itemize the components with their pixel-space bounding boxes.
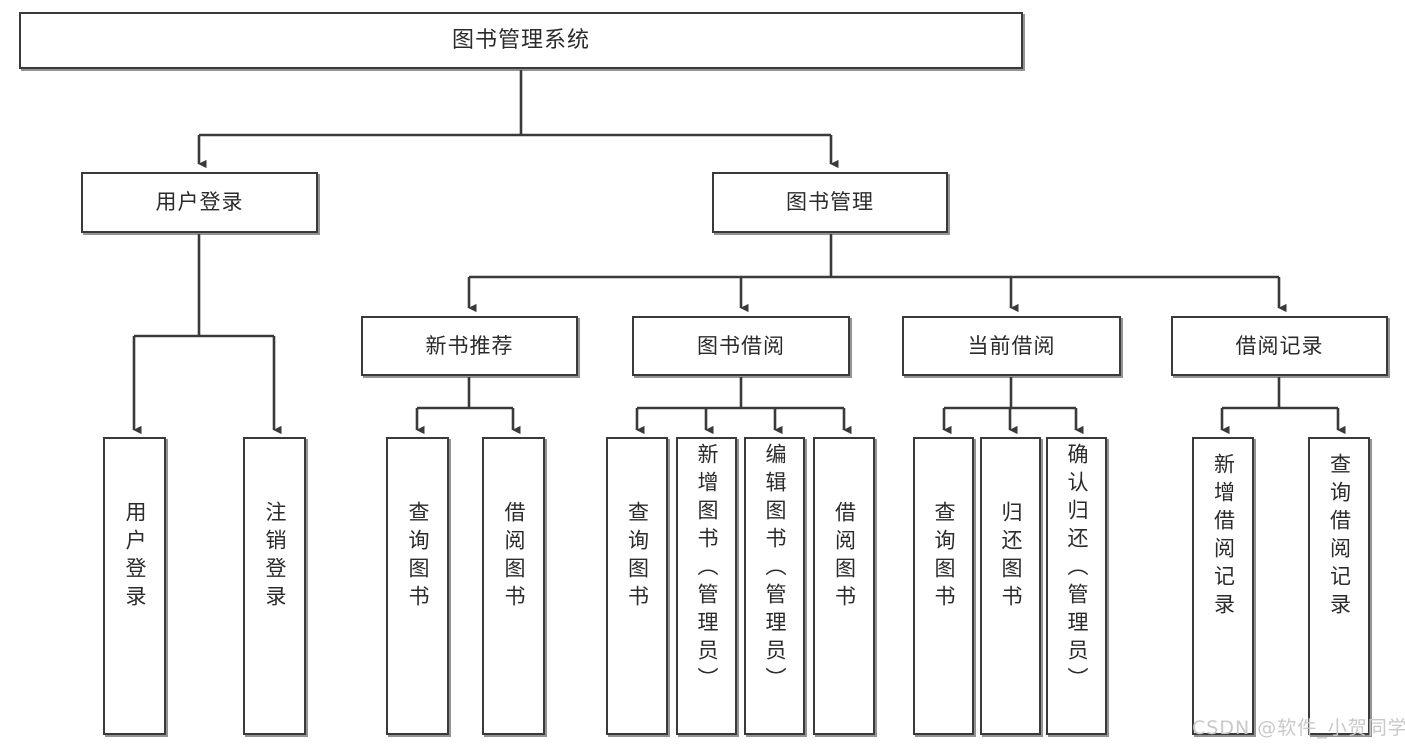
- leaf-current-borrow-return[interactable]: 归还图书: [980, 437, 1041, 735]
- leaf-borrow-record-add[interactable]: 新增借阅记录: [1192, 437, 1254, 735]
- node-user-login[interactable]: 用户登录: [81, 172, 318, 233]
- node-user-login-label: 用户登录: [155, 190, 244, 215]
- leaf-label: 借阅图书: [832, 501, 857, 613]
- leaf-label: 确认归还（管理员）: [1065, 443, 1089, 695]
- node-new-book-recommend[interactable]: 新书推荐: [361, 316, 578, 376]
- node-borrow-record-label: 借阅记录: [1235, 333, 1324, 358]
- leaf-label: 查询图书: [932, 501, 956, 613]
- leaf-label: 编辑图书（管理员）: [763, 443, 787, 695]
- leaf-label: 查询图书: [406, 501, 430, 613]
- leaf-user-login-login[interactable]: 用户登录: [103, 437, 166, 735]
- node-book-management-label: 图书管理: [786, 190, 874, 215]
- node-book-borrow-label: 图书借阅: [697, 333, 785, 358]
- csdn-watermark: CSDN @软件_小贺同学: [1192, 717, 1405, 739]
- leaf-current-borrow-confirm-return[interactable]: 确认归还（管理员）: [1046, 437, 1107, 735]
- leaf-new-book-borrow[interactable]: 借阅图书: [482, 437, 545, 735]
- node-root-label: 图书管理系统: [451, 27, 590, 53]
- leaf-borrow-record-query[interactable]: 查询借阅记录: [1308, 437, 1370, 735]
- leaf-new-book-query[interactable]: 查询图书: [386, 437, 449, 735]
- leaf-label: 查询借阅记录: [1327, 453, 1352, 621]
- leaf-book-borrow-add[interactable]: 新增图书（管理员）: [676, 437, 737, 735]
- leaf-label: 注销登录: [263, 501, 287, 613]
- node-book-management[interactable]: 图书管理: [712, 172, 948, 233]
- leaf-label: 新增借阅记录: [1211, 453, 1236, 621]
- node-new-book-recommend-label: 新书推荐: [425, 333, 514, 358]
- leaf-label: 新增图书（管理员）: [695, 443, 719, 695]
- node-borrow-record[interactable]: 借阅记录: [1171, 316, 1388, 376]
- node-book-borrow[interactable]: 图书借阅: [632, 316, 850, 376]
- leaf-book-borrow-query[interactable]: 查询图书: [606, 437, 668, 735]
- leaf-current-borrow-query[interactable]: 查询图书: [913, 437, 974, 735]
- leaf-user-login-logout[interactable]: 注销登录: [243, 437, 306, 735]
- node-current-borrow-label: 当前借阅: [967, 333, 1056, 358]
- node-root[interactable]: 图书管理系统: [19, 12, 1023, 69]
- leaf-book-borrow-borrow[interactable]: 借阅图书: [813, 437, 875, 735]
- leaf-book-borrow-edit[interactable]: 编辑图书（管理员）: [744, 437, 805, 735]
- node-current-borrow[interactable]: 当前借阅: [902, 316, 1121, 376]
- leaf-label: 查询图书: [625, 501, 650, 613]
- leaf-label: 归还图书: [999, 501, 1023, 613]
- leaf-label: 用户登录: [123, 501, 147, 613]
- leaf-label: 借阅图书: [502, 501, 526, 613]
